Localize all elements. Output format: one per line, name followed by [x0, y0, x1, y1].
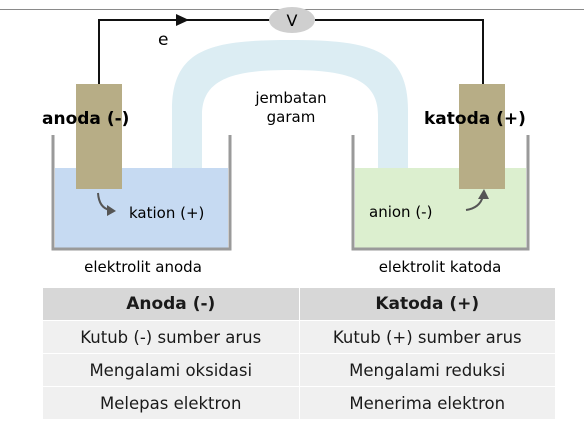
anode-label: anoda (-)	[42, 109, 129, 129]
voltmeter	[269, 7, 315, 33]
cathode-electrolyte-label: elektrolit katoda	[379, 258, 502, 276]
anode-electrolyte-label: elektrolit anoda	[84, 258, 202, 276]
cathode-beaker	[351, 135, 530, 251]
comparison-table: Anoda (-) Katoda (+) Kutub (-) sumber ar…	[42, 287, 556, 420]
cell-anode: Melepas elektron	[42, 386, 300, 420]
cathode-electrode	[459, 84, 505, 189]
header-anode: Anoda (-)	[42, 287, 300, 321]
salt-bridge-label-line1: jembatan	[254, 89, 326, 107]
header-cathode: Katoda (+)	[298, 287, 556, 321]
table-row: Melepas elektron Menerima elektron	[42, 386, 556, 420]
anode-beaker	[51, 135, 232, 251]
electron-arrowhead	[176, 14, 189, 26]
cathode-label: katoda (+)	[424, 109, 526, 129]
cell-cathode: Kutub (+) sumber arus	[298, 320, 556, 354]
table-row: Mengalami oksidasi Mengalami reduksi	[42, 353, 556, 387]
cation-label: kation (+)	[129, 204, 204, 222]
salt-bridge-label-line2: garam	[267, 108, 316, 126]
voltmeter-label: V	[287, 11, 298, 30]
electron-label: e	[158, 30, 168, 50]
anode-electrode	[76, 84, 122, 189]
table-header-row: Anoda (-) Katoda (+)	[42, 287, 556, 321]
wire-right	[315, 19, 484, 84]
wire-left	[98, 19, 270, 84]
cell-cathode: Mengalami reduksi	[298, 353, 556, 387]
galvanic-cell-diagram: e V anoda (-) katoda (+) jembatan garam …	[0, 7, 584, 276]
anion-arrowhead	[478, 189, 489, 199]
cell-anode: Mengalami oksidasi	[42, 353, 300, 387]
table-row: Kutub (-) sumber arus Kutub (+) sumber a…	[42, 320, 556, 354]
anion-label: anion (-)	[369, 203, 432, 221]
cell-cathode: Menerima elektron	[298, 386, 556, 420]
cell-anode: Kutub (-) sumber arus	[42, 320, 300, 354]
cation-arrowhead	[107, 205, 116, 216]
